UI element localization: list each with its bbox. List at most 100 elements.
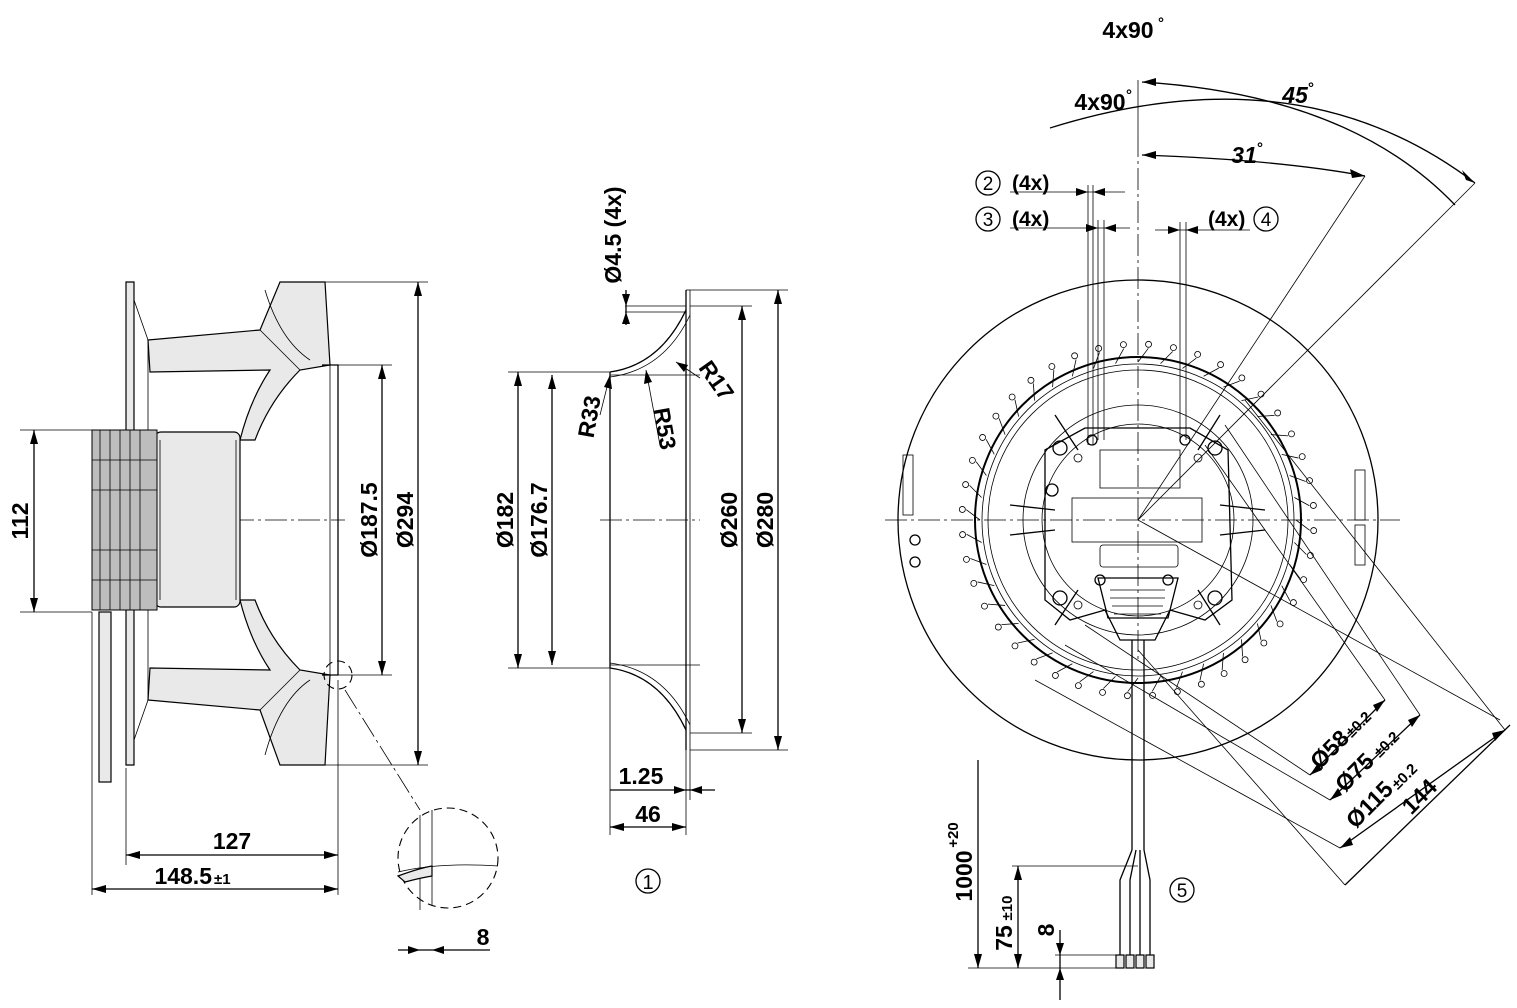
impeller-blade-end bbox=[981, 602, 988, 610]
impeller-blade-end bbox=[1008, 393, 1016, 401]
side-view: 112 Ø187.5 Ø294 127 148.5 ±1 8 bbox=[7, 281, 499, 954]
impeller-blade-tip bbox=[1115, 348, 1125, 364]
impeller-blade-end bbox=[1173, 688, 1181, 695]
dim-cable-75-tolerance: ±10 bbox=[999, 896, 1016, 921]
impeller-blade-tip bbox=[1182, 357, 1197, 369]
dim-dia-280-label: Ø280 bbox=[752, 492, 778, 548]
impeller-blade-end bbox=[1099, 688, 1106, 696]
nozzle-view: Ø4.5 (4x) R33 R53 R17 Ø182 Ø176.7 Ø260 bbox=[492, 186, 788, 894]
impeller-blade-tip bbox=[1160, 351, 1173, 364]
callout-2-count: (4x) bbox=[1012, 172, 1049, 195]
impeller-blade-tip bbox=[1270, 434, 1289, 437]
impeller-blade-tip bbox=[1071, 359, 1077, 377]
impeller-blade-end bbox=[1145, 340, 1152, 348]
impeller-blade-end bbox=[1074, 682, 1082, 689]
impeller-blade-tip bbox=[1294, 542, 1307, 555]
angle-outer-degree: ° bbox=[1158, 15, 1164, 32]
impeller-blade-tip bbox=[1281, 585, 1291, 601]
angle-inner-label: 4x90 bbox=[1074, 89, 1125, 115]
callout-4-label: 4 bbox=[1261, 210, 1272, 231]
impeller-blade-tip bbox=[1294, 497, 1310, 507]
impeller-blade-end bbox=[1306, 477, 1313, 485]
impeller-blade-end bbox=[1011, 642, 1019, 650]
impeller-blade-end bbox=[1241, 656, 1249, 664]
impeller-blade-tip bbox=[1036, 652, 1053, 660]
impeller-blade-end bbox=[969, 456, 976, 464]
callout-1-label: 1 bbox=[642, 872, 653, 894]
angle-45-degree: ° bbox=[1308, 80, 1314, 97]
angle-31-degree: ° bbox=[1257, 140, 1263, 157]
callout-5-circle bbox=[1169, 877, 1195, 903]
impeller-blade-tip bbox=[1199, 663, 1205, 681]
callout-2-label: 2 bbox=[983, 174, 994, 195]
impeller-blade-tip bbox=[1295, 519, 1310, 531]
impeller-blade-end bbox=[994, 623, 1002, 631]
impeller-blade-tip bbox=[1289, 475, 1306, 482]
impeller-blade-end bbox=[1052, 672, 1059, 679]
impeller-blade-tip bbox=[1057, 663, 1073, 673]
impeller-blade-end bbox=[1310, 527, 1318, 534]
impeller-blade-end bbox=[962, 481, 970, 488]
angle-45-label: 45 bbox=[1281, 82, 1309, 108]
impeller-blade-end bbox=[1309, 502, 1317, 509]
angle-outer-label: 4x90 bbox=[1102, 17, 1153, 43]
impeller-blade-tip bbox=[1001, 623, 1019, 626]
impeller-blade-end bbox=[1149, 691, 1156, 699]
impeller-blade-tip bbox=[1137, 348, 1149, 363]
angle-31-label: 31 bbox=[1231, 142, 1257, 168]
impeller-blade-end bbox=[1170, 344, 1177, 352]
callout-3-count: (4x) bbox=[1012, 208, 1049, 231]
dim-depth-label: 46 bbox=[635, 801, 661, 827]
impeller-blade-tip bbox=[1241, 396, 1259, 401]
impeller-blade-end bbox=[1030, 658, 1038, 666]
callout-4-count: (4x) bbox=[1208, 208, 1245, 231]
impeller-blade-tip bbox=[970, 558, 987, 565]
impeller-blade-end bbox=[1257, 390, 1265, 398]
dim-r17-label: R17 bbox=[694, 356, 740, 405]
impeller-blade-tip bbox=[985, 439, 995, 455]
impeller-blade-end bbox=[1197, 680, 1205, 688]
callout-2-circle bbox=[975, 170, 1001, 196]
impeller-blade-end bbox=[1027, 376, 1035, 384]
dim-cable-1000-tolerance: +20 bbox=[945, 822, 962, 847]
callout-3-label: 3 bbox=[983, 210, 994, 231]
dim-dia-58-tolerance: ±0.2 bbox=[1343, 709, 1376, 742]
impeller-blade-tip bbox=[1017, 639, 1035, 644]
impeller-blade-tip bbox=[966, 533, 982, 543]
dim-r33-label: R33 bbox=[573, 394, 606, 440]
impeller-blade-tip bbox=[1203, 367, 1219, 377]
impeller-blade-end bbox=[959, 531, 967, 538]
impeller-blade-end bbox=[1238, 374, 1246, 382]
callout-4-circle bbox=[1253, 206, 1279, 232]
impeller-blade-tip bbox=[1052, 369, 1055, 388]
dim-detail-8-label: 8 bbox=[477, 924, 490, 950]
impeller-blade-tip bbox=[969, 485, 982, 498]
callout-1-circle bbox=[635, 868, 661, 894]
impeller-blade-tip bbox=[1103, 676, 1116, 689]
impeller-blade-tip bbox=[1079, 671, 1094, 683]
impeller-blade-end bbox=[1220, 670, 1228, 677]
impeller-blade-end bbox=[1274, 409, 1282, 417]
angle-inner-degree: ° bbox=[1126, 87, 1132, 104]
impeller-blade-end bbox=[1298, 453, 1306, 461]
impeller-blade-tip bbox=[1151, 676, 1161, 692]
dim-148-5-label: 148.5 bbox=[154, 863, 212, 889]
dim-r53-label: R53 bbox=[648, 406, 681, 452]
impeller-blade-end bbox=[1276, 620, 1284, 628]
impeller-blade-end bbox=[979, 434, 986, 441]
dim-dia-182-label: Ø182 bbox=[492, 492, 518, 548]
impeller-blade-end bbox=[1288, 430, 1295, 438]
impeller-blade-end bbox=[1260, 639, 1268, 647]
dim-dia-187-5-label: Ø187.5 bbox=[356, 482, 382, 558]
impeller-blade-end bbox=[1120, 341, 1127, 349]
dim-dia-260-label: Ø260 bbox=[716, 492, 742, 548]
impeller-blade-end bbox=[1071, 352, 1079, 360]
impeller-blade-end bbox=[1300, 576, 1307, 584]
impeller-blade-tip bbox=[987, 603, 1006, 606]
dim-dia-294-label: Ø294 bbox=[392, 492, 418, 548]
impeller-blade-end bbox=[1194, 351, 1202, 358]
callout-3-circle bbox=[975, 206, 1001, 232]
impeller-blade-end bbox=[992, 412, 1000, 420]
callout-5-label: 5 bbox=[1177, 881, 1188, 902]
